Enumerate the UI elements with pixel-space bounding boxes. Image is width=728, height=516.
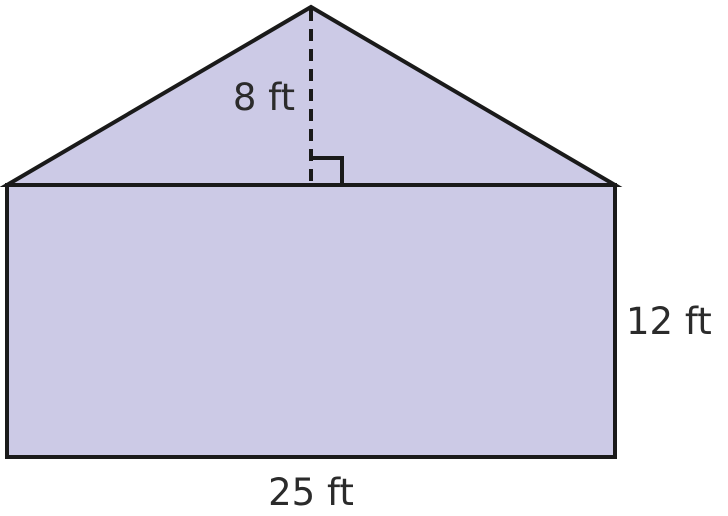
- base-length-label: 25 ft: [268, 471, 354, 514]
- rectangle-height-label: 12 ft: [626, 300, 712, 343]
- triangle-height-label: 8 ft: [233, 76, 295, 119]
- right-angle-marker: [311, 156, 344, 185]
- rectangle-shape: [5, 183, 617, 459]
